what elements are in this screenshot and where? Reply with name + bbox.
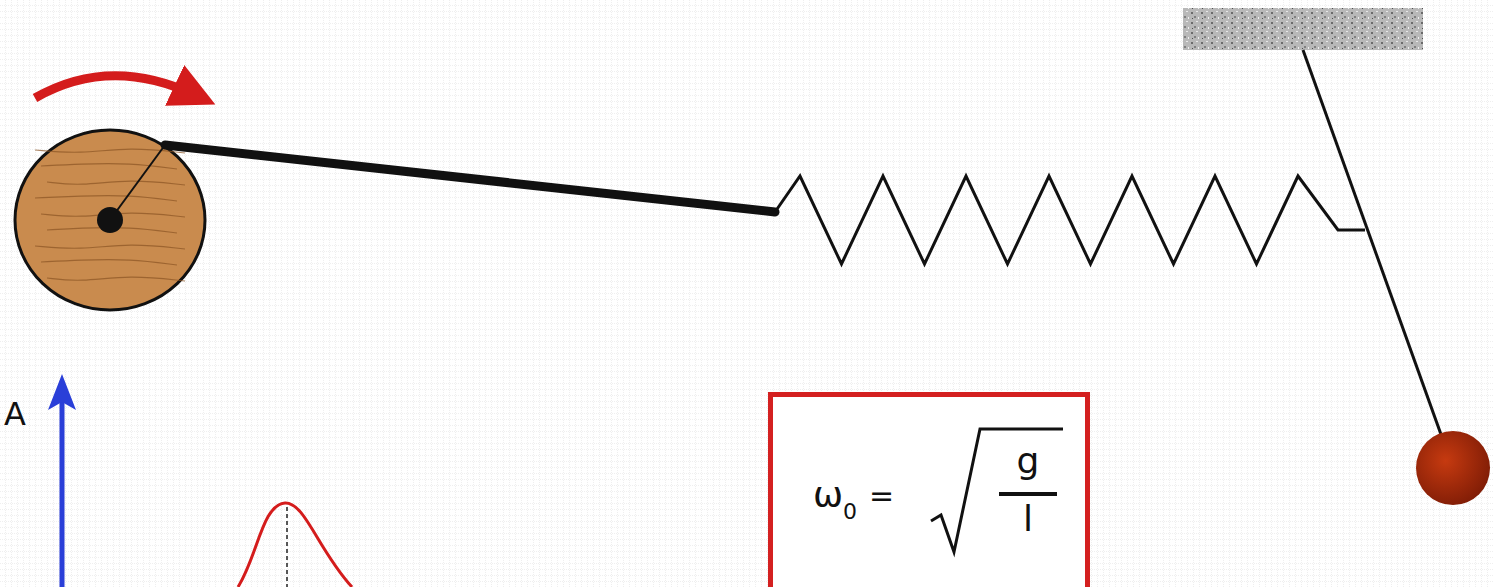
axis-arrowhead [48, 374, 76, 410]
peak-marker [286, 507, 288, 587]
omega-symbol: ω [813, 477, 843, 513]
wood-grain [35, 196, 177, 201]
wooden-wheel [15, 130, 205, 310]
wood-grain [41, 164, 177, 169]
wood-grain [35, 245, 185, 249]
pendulum-bob [1416, 431, 1490, 505]
equals-sign: = [869, 481, 894, 511]
wood-grain [47, 181, 185, 185]
resonance-curve [238, 503, 352, 587]
rotation-arrow [35, 76, 195, 98]
numerator: g [1017, 443, 1040, 479]
axis-label: A [4, 398, 26, 430]
wood-grain [47, 277, 185, 281]
ceiling-support [1183, 8, 1423, 50]
formula-box: ω0 = gl [768, 392, 1090, 587]
denominator: l [1023, 501, 1033, 537]
pendulum-string [1303, 50, 1443, 440]
spring [775, 176, 1365, 264]
fraction-bar [999, 492, 1057, 496]
amplitude-axis [60, 392, 65, 587]
connecting-rod [165, 145, 775, 212]
axle [97, 207, 123, 233]
subscript: 0 [843, 501, 857, 523]
crank-arm [110, 145, 165, 220]
wood-grain [41, 260, 177, 265]
